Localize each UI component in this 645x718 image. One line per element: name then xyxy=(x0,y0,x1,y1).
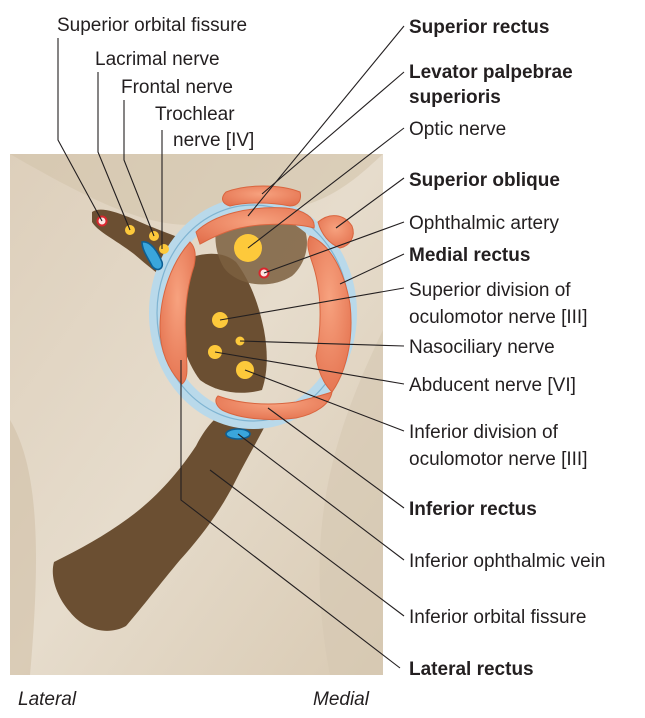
label-lateral-rectus: Lateral rectus xyxy=(409,659,534,680)
label-frontal-nerve: Frontal nerve xyxy=(121,77,233,98)
levator-muscle xyxy=(222,185,301,207)
lateral-rectus-muscle xyxy=(159,241,196,385)
leader-lines-right xyxy=(209,25,405,617)
label-optic-nerve: Optic nerve xyxy=(409,119,506,140)
label-levator-line1: Levator palpebrae xyxy=(409,62,573,83)
label-inferior-division-line2: oculomotor nerve [III] xyxy=(409,449,587,470)
label-ophthalmic-artery: Ophthalmic artery xyxy=(409,213,559,234)
label-orientation-medial: Medial xyxy=(313,689,370,710)
label-superior-oblique: Superior oblique xyxy=(409,170,560,191)
label-levator-line2: superioris xyxy=(409,87,501,108)
label-inferior-ophthalmic-vein: Inferior ophthalmic vein xyxy=(409,551,605,572)
label-trochlear-line1: Trochlear xyxy=(155,104,235,125)
medial-rectus-muscle xyxy=(307,235,352,393)
label-abducent-nerve: Abducent nerve [VI] xyxy=(409,375,576,396)
inferior-rectus-muscle xyxy=(215,391,333,421)
label-superior-orbital-fissure: Superior orbital fissure xyxy=(57,15,247,36)
label-lacrimal-nerve: Lacrimal nerve xyxy=(95,49,220,70)
trochlear-nerve-dot xyxy=(159,244,169,254)
label-inferior-division-line1: Inferior division of xyxy=(409,422,559,443)
superior-rectus-muscle xyxy=(195,207,315,245)
label-inferior-rectus: Inferior rectus xyxy=(409,499,537,520)
label-superior-rectus: Superior rectus xyxy=(409,17,549,38)
label-superior-division-line2: oculomotor nerve [III] xyxy=(409,307,587,328)
label-superior-division-line1: Superior division of xyxy=(409,280,571,301)
inferior-orbital-fissure-shape xyxy=(52,414,268,631)
label-trochlear-line2: nerve [IV] xyxy=(173,130,254,151)
leader-lines-left xyxy=(57,38,401,669)
superior-oblique-muscle xyxy=(317,215,354,249)
superior-ophthalmic-vessel xyxy=(141,241,164,271)
label-nasociliary-nerve: Nasociliary nerve xyxy=(409,337,555,358)
label-medial-rectus: Medial rectus xyxy=(409,245,530,266)
label-orientation-lateral: Lateral xyxy=(18,689,77,710)
bone-shading-lower xyxy=(10,420,36,675)
muscles xyxy=(159,185,354,421)
label-inferior-orbital-fissure: Inferior orbital fissure xyxy=(409,607,586,628)
